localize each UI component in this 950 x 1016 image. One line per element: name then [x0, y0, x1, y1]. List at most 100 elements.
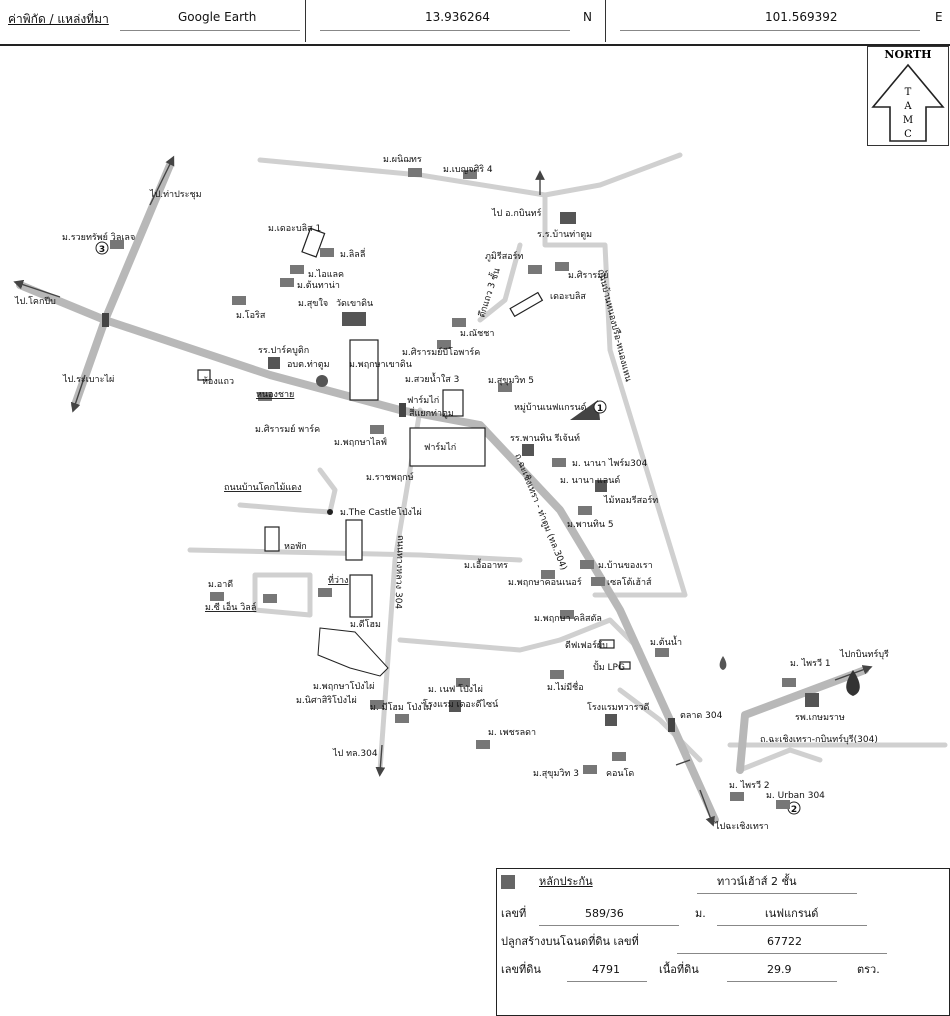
collateral-plot: [570, 400, 600, 420]
place-label: ม.สวยน้ำใส 3: [405, 372, 459, 385]
legend-deed-label: ปลูกสร้างบนโฉนดที่ดิน เลขที่: [501, 935, 639, 948]
place-label: ไป.ท่าประชุม: [149, 189, 202, 200]
place-label: ม. Urban 304: [766, 791, 825, 801]
north-arrow-icon: NORTH T A M C: [871, 48, 945, 142]
header-cell-source: ค่าพิกัด / แหล่งที่มา Google Earth: [0, 0, 306, 42]
lon-value: 101.569392: [765, 10, 838, 24]
house-icons: [110, 168, 796, 809]
place-label: ม.ผนิฌทร: [383, 154, 422, 165]
place-label: ม.นิศาสิริโป่งไผ่: [296, 695, 357, 706]
place-label: ม. เนฟ โป่งไผ่: [428, 684, 483, 695]
place-label: ไปฉะเชิงเทรา: [714, 821, 769, 832]
place-label: ม.ลิลลี่: [340, 247, 365, 260]
place-label: หนองชาย: [256, 390, 294, 400]
place-label: ม.เดอะบลิส 1: [268, 223, 321, 234]
place-label: ม. ไพรวี 2: [729, 780, 770, 791]
place-label: ม. เพชรลดา: [488, 728, 536, 738]
place-label: ถ.ฉะเชิงเทรา-กบินทร์บุรี(304): [760, 733, 878, 745]
place-label: ม.ศิรารมย์บีโอพาร์ค: [402, 346, 480, 358]
place-label: รพ.เกษมราษ: [795, 713, 845, 723]
lat-dir: N: [583, 10, 592, 24]
numbered-markers: 3 1 2: [95, 241, 801, 815]
coord-label: ค่าพิกัด / แหล่งที่มา: [8, 12, 109, 26]
road-direction-arrows: [13, 155, 873, 827]
place-label: ม. ไพรวี 1: [790, 658, 831, 669]
place-label: ห้องแถว: [202, 376, 234, 387]
marker-3: 3: [99, 245, 105, 255]
place-label: โป่งไผ่: [397, 507, 422, 518]
place-label: ไปกบินทร์บุรี: [839, 648, 889, 660]
north-letter-c: C: [904, 129, 912, 140]
place-label: ม.พฤกษาคอนเนอร์: [508, 576, 582, 588]
drop-icon: [846, 670, 860, 696]
place-label: ม.ต้นน้ำ: [650, 635, 682, 648]
place-label: ไป.โคกปีบ: [14, 296, 56, 307]
north-letter-m: M: [903, 115, 913, 126]
traffic-light-icons: [102, 313, 675, 732]
place-label: ม.อาดี: [208, 579, 233, 590]
collateral-legend: หลักประกัน ทาวน์เฮ้าส์ 2 ชั้น เลขที่ 589…: [496, 868, 950, 1016]
marker-1: 1: [597, 404, 603, 414]
place-label: ม.ไอแลค: [308, 269, 344, 280]
coordinate-header: ค่าพิกัด / แหล่งที่มา Google Earth 13.93…: [0, 0, 950, 46]
place-label: โรงแรมทวารวดี: [587, 702, 650, 713]
place-label: ม.สุขใจ: [298, 298, 328, 309]
place-label: ฟาร์มไก่: [424, 441, 456, 453]
place-label: ม.เบญจศิริ 4: [443, 164, 493, 175]
place-label: ไป ทล.304: [332, 748, 378, 759]
place-label: ม.พฤกษาโป่งไผ่: [313, 681, 374, 692]
place-label: ไป.ระเบาะไผ่: [62, 374, 114, 385]
legend-swatch: [501, 875, 515, 889]
legend-area-value: 29.9: [767, 963, 792, 976]
place-label: ถนนบ้านโคกไม้แดง: [224, 482, 301, 493]
place-label: ม.ต้นทาน่า: [297, 280, 340, 291]
place-label: ดีฟเฟอร์ผับ: [565, 639, 608, 651]
place-label: หมู่บ้านเนฟแกรนด์: [514, 401, 587, 413]
north-letter-t: T: [905, 87, 912, 98]
place-label: รร.ปาร์คบูติก: [258, 344, 309, 356]
legend-type: ทาวน์เฮ้าส์ 2 ชั้น: [717, 875, 797, 888]
castle-point-icon: [327, 509, 333, 515]
place-label: ม.เอื้ออาทร: [464, 558, 508, 571]
place-label: ฟาร์มไก่: [407, 394, 439, 406]
place-label: ม.ไม่มีชื่อ: [547, 680, 584, 693]
place-label: ไป อ.กบินทร์: [491, 207, 542, 219]
area-map: 3 1 2 ม.ผนิฌทร ม.เบญจศิริ: [13, 152, 948, 832]
place-label: ม.พฤกษา คลิสตัล: [534, 613, 602, 624]
north-letter-a: A: [903, 101, 912, 112]
legend-area-label: เนื้อที่ดิน: [659, 963, 699, 976]
place-label: ม.รวยทรัพย์ วิลเลจ: [62, 231, 135, 243]
place-label: โรงแรม เดอะดีไซน์: [423, 698, 498, 710]
place-label: ม.ดีโฮม: [350, 619, 381, 630]
road-label: ถนนทางหลวง 304: [392, 535, 405, 610]
legend-no-value: 589/36: [585, 907, 624, 920]
place-label: เดอะบลิส: [550, 291, 586, 302]
legend-village-value: เนฟแกรนด์: [765, 907, 819, 920]
major-roads: [16, 161, 869, 824]
lon-dir: E: [935, 10, 943, 24]
place-label: ปั้ม LPG: [593, 660, 625, 673]
legend-village-label: ม.: [695, 907, 706, 920]
header-cell-lon: 101.569392 E: [605, 0, 950, 42]
place-label: ร.ร.บ้านท่าตูม: [537, 229, 592, 240]
building-icons: [268, 212, 819, 726]
marker-2: 2: [791, 805, 797, 815]
place-label: ตลาด 304: [680, 711, 723, 721]
place-label: ม.สุขุมวิท 3: [533, 768, 579, 779]
place-label: ม.สุขุมวิท 5: [488, 375, 534, 386]
legend-land-no-value: 4791: [592, 963, 620, 976]
place-label: คอนโด: [606, 768, 634, 779]
place-label: ม.ราชพฤกษ์: [366, 471, 414, 483]
legend-deed-value: 67722: [767, 935, 802, 948]
place-label: ม.พานทิน 5: [567, 519, 614, 530]
place-label: ม.โอริส: [236, 310, 266, 321]
place-label: ม.ศิรารมย์ พาร์ค: [255, 423, 320, 435]
source-value: Google Earth: [178, 10, 257, 24]
place-label: ม. มีโฮม โป่งไผ่: [370, 702, 431, 713]
legend-land-no-label: เลขที่ดิน: [501, 963, 541, 976]
place-label: สี่แยกท่าตูม: [409, 406, 454, 419]
lat-value: 13.936264: [425, 10, 490, 24]
place-label: ม.บ้านของเรา: [598, 560, 653, 571]
place-label: วัดเขาดิน: [336, 298, 373, 309]
header-cell-lat: 13.936264 N: [305, 0, 606, 42]
